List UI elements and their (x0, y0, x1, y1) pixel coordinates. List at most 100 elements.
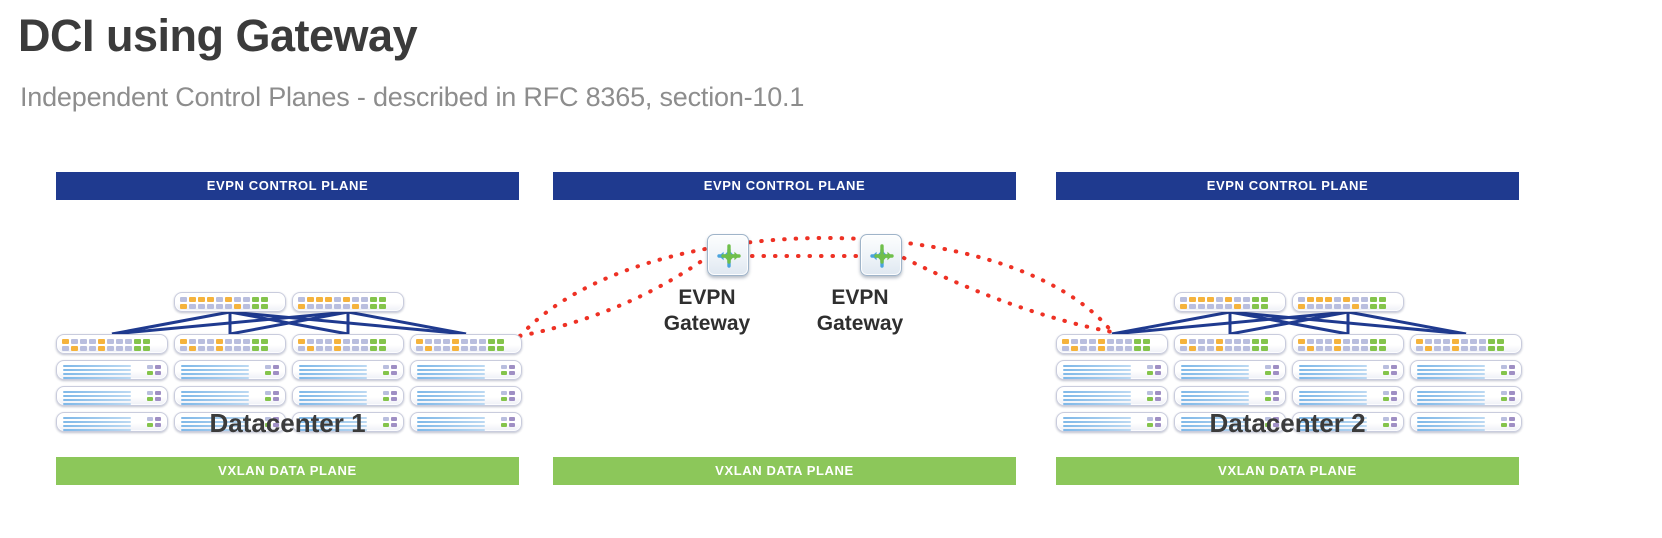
control-plane-bar-center: EVPN CONTROL PLANE (553, 172, 1016, 200)
server-face (1417, 391, 1486, 405)
server-unit[interactable] (292, 412, 404, 432)
server-face (299, 417, 368, 431)
switch-ports (1180, 339, 1280, 351)
server-unit[interactable] (1174, 412, 1286, 432)
switch-ports (1180, 297, 1280, 309)
gateway-label-line1: EVPN (678, 286, 736, 309)
server-unit[interactable] (1292, 360, 1404, 380)
server-face (1299, 391, 1368, 405)
leaf-switch[interactable] (1056, 334, 1168, 354)
server-unit[interactable] (1410, 360, 1522, 380)
server-indicators (1265, 391, 1279, 401)
leaf-switch[interactable] (1410, 334, 1522, 354)
server-face (181, 365, 250, 379)
leaf-switch[interactable] (1292, 334, 1404, 354)
evpn-gateway-right-label: EVPN Gateway (785, 285, 935, 338)
server-unit[interactable] (174, 412, 286, 432)
switch-ports (298, 339, 398, 351)
datacenter-1-label: Datacenter 1 (209, 408, 366, 438)
router-icon (707, 234, 749, 276)
data-plane-bar-left: VXLAN DATA PLANE (56, 457, 519, 485)
server-unit[interactable] (410, 386, 522, 406)
switch-ports (62, 339, 162, 351)
server-unit[interactable] (174, 360, 286, 380)
server-indicators (383, 391, 397, 401)
gateway-label-line1: EVPN (831, 286, 889, 309)
leaf-switch[interactable] (174, 334, 286, 354)
server-unit[interactable] (1174, 386, 1286, 406)
server-indicators (1147, 391, 1161, 401)
server-face (1063, 391, 1132, 405)
server-indicators (265, 391, 279, 401)
switch-ports (180, 297, 280, 309)
server-face (417, 365, 486, 379)
server-indicators (265, 365, 279, 375)
switch-ports (1298, 297, 1398, 309)
server-face (1181, 365, 1250, 379)
server-unit[interactable] (56, 412, 168, 432)
spine-switch[interactable] (292, 292, 404, 312)
server-indicators (501, 391, 515, 401)
evpn-gateway-right[interactable] (860, 234, 902, 276)
leaf-switch[interactable] (410, 334, 522, 354)
server-unit[interactable] (56, 386, 168, 406)
server-indicators (1501, 365, 1515, 375)
gateway-label-line2: Gateway (816, 312, 904, 336)
server-indicators (501, 365, 515, 375)
server-indicators (383, 365, 397, 375)
server-face (181, 391, 250, 405)
datacenter-2-topology (1056, 282, 1522, 432)
page-subtitle: Independent Control Planes - described i… (20, 82, 805, 112)
server-indicators (1265, 417, 1279, 427)
switch-ports (416, 339, 516, 351)
server-face (1063, 365, 1132, 379)
server-unit[interactable] (1292, 412, 1404, 432)
server-face (417, 391, 486, 405)
server-unit[interactable] (1056, 360, 1168, 380)
server-unit[interactable] (1056, 412, 1168, 432)
evpn-gateway-left[interactable] (707, 234, 749, 276)
data-plane-bar-right: VXLAN DATA PLANE (1056, 457, 1519, 485)
server-unit[interactable] (56, 360, 168, 380)
server-indicators (1383, 417, 1397, 427)
server-unit[interactable] (174, 386, 286, 406)
server-unit[interactable] (1174, 360, 1286, 380)
server-face (63, 417, 132, 431)
server-unit[interactable] (410, 360, 522, 380)
server-face (1299, 417, 1368, 431)
server-unit[interactable] (1410, 412, 1522, 432)
spine-switch[interactable] (1292, 292, 1404, 312)
datacenter-2-label: Datacenter 2 (1209, 408, 1366, 438)
server-face (1063, 417, 1132, 431)
server-unit[interactable] (1056, 386, 1168, 406)
server-unit[interactable] (292, 360, 404, 380)
leaf-switch[interactable] (56, 334, 168, 354)
server-indicators (1501, 391, 1515, 401)
spine-switch[interactable] (174, 292, 286, 312)
server-unit[interactable] (1292, 386, 1404, 406)
spine-switch[interactable] (1174, 292, 1286, 312)
server-indicators (147, 417, 161, 427)
server-indicators (1383, 391, 1397, 401)
switch-ports (298, 297, 398, 309)
switch-ports (1298, 339, 1398, 351)
server-indicators (147, 365, 161, 375)
control-plane-bar-right: EVPN CONTROL PLANE (1056, 172, 1519, 200)
server-unit[interactable] (292, 386, 404, 406)
server-indicators (383, 417, 397, 427)
server-face (63, 365, 132, 379)
switch-ports (1416, 339, 1516, 351)
switch-ports (1062, 339, 1162, 351)
server-face (181, 417, 250, 431)
evpn-gateway-left-label: EVPN Gateway (632, 285, 782, 338)
server-indicators (1147, 417, 1161, 427)
control-plane-bar-left: EVPN CONTROL PLANE (56, 172, 519, 200)
server-indicators (147, 391, 161, 401)
server-face (417, 417, 486, 431)
server-indicators (501, 417, 515, 427)
leaf-switch[interactable] (292, 334, 404, 354)
leaf-switch[interactable] (1174, 334, 1286, 354)
server-unit[interactable] (410, 412, 522, 432)
server-unit[interactable] (1410, 386, 1522, 406)
